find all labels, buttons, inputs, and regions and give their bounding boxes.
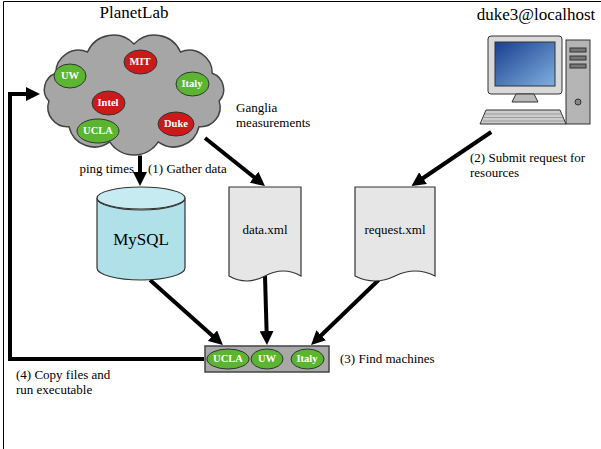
node-heading: (3) Find machines xyxy=(340,351,435,367)
cylinder-body xyxy=(97,198,185,280)
node-label: UW xyxy=(258,353,276,365)
node-heading: duke3@localhost xyxy=(477,5,596,25)
node-label: MySQL xyxy=(113,230,169,250)
document-outline xyxy=(355,187,435,281)
cloud-shape xyxy=(34,30,234,158)
site-node: Duke xyxy=(157,111,195,137)
file-document: data.xml xyxy=(228,186,302,286)
edge-label: (1) Gather data xyxy=(148,161,227,176)
site-node: UCLA xyxy=(206,348,250,370)
node-label: data.xml xyxy=(242,222,287,238)
node-label: UCLA xyxy=(213,353,243,365)
network-cloud: PlanetLabUWMITItalyIntelUCLADuke xyxy=(34,30,234,158)
site-ellipse xyxy=(158,112,194,136)
site-ellipse xyxy=(291,349,324,369)
flow-arrow xyxy=(10,94,204,359)
edge-label: (2) Submit request for resources xyxy=(470,150,594,180)
site-node: Italy xyxy=(290,348,325,370)
site-ellipse xyxy=(92,91,125,115)
site-ellipse xyxy=(251,349,283,369)
database-cylinder: MySQL xyxy=(96,186,186,280)
document-outline xyxy=(229,187,301,281)
site-node: MIT xyxy=(123,49,158,75)
client-computer: duke3@localhost xyxy=(480,32,592,132)
edge-label: Ganglia measurements xyxy=(236,100,328,130)
node-label: UW xyxy=(61,70,79,82)
selection-bar: (3) Find machinesUCLAUWItaly xyxy=(204,345,330,373)
flow-arrow xyxy=(150,280,217,340)
site-ellipse xyxy=(54,64,86,88)
flow-arrow xyxy=(265,276,267,337)
node-label: UCLA xyxy=(83,125,113,137)
node-label: request.xml xyxy=(364,222,425,238)
flow-arrow xyxy=(317,280,379,339)
frame-line xyxy=(4,2,601,449)
site-node: Intel xyxy=(91,90,126,116)
bar-rect xyxy=(205,346,329,372)
file-document: request.xml xyxy=(354,186,436,286)
node-heading: PlanetLab xyxy=(100,3,169,23)
site-ellipse xyxy=(124,50,157,74)
site-ellipse xyxy=(176,72,209,96)
site-node: UW xyxy=(250,348,284,370)
site-ellipse xyxy=(207,349,249,369)
computer-parts xyxy=(480,36,590,124)
node-label: Duke xyxy=(164,118,188,130)
node-label: Italy xyxy=(182,78,203,90)
annotation: ping times xyxy=(60,161,134,176)
cloud-outline xyxy=(44,35,223,155)
flow-arrow xyxy=(138,155,142,178)
edge-label: (4) Copy files and run executable xyxy=(16,367,126,397)
cylinder-top xyxy=(97,187,185,209)
computer-illustration xyxy=(480,32,592,132)
node-label: MIT xyxy=(130,56,151,68)
site-node: UW xyxy=(53,63,87,89)
site-ellipse xyxy=(77,119,119,143)
node-label: Intel xyxy=(98,97,119,109)
site-node: UCLA xyxy=(76,118,120,144)
site-node: Italy xyxy=(175,71,210,97)
node-label: Italy xyxy=(297,353,318,365)
